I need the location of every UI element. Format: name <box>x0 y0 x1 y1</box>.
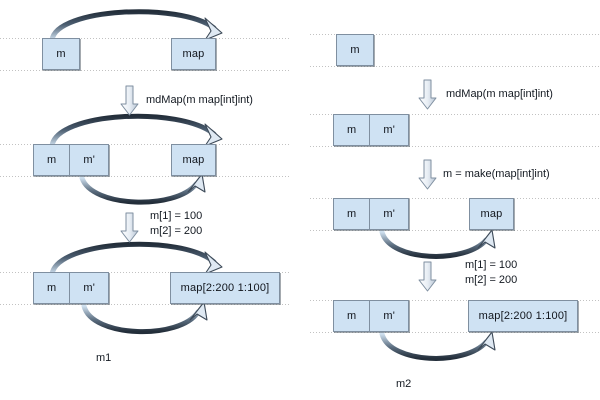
curve-arrow-l3-top <box>49 241 223 277</box>
box-label: m' <box>383 208 396 220</box>
box-l3-pair[interactable]: m m' <box>33 272 109 304</box>
box-label: m <box>46 154 57 166</box>
box-label: m <box>56 48 66 60</box>
down-arrow-r1 <box>418 79 437 110</box>
box-l3-map-filled[interactable]: map[2:200 1:100] <box>170 272 280 304</box>
cell-mprime[interactable]: m' <box>369 115 408 145</box>
box-l2-pair[interactable]: m m' <box>33 144 109 176</box>
box-label: m <box>346 208 357 220</box>
box-r3-map[interactable]: map <box>469 198 514 230</box>
down-arrow-l1 <box>120 85 139 116</box>
box-label: map <box>182 48 205 60</box>
guide-lines-right <box>310 34 600 333</box>
step-label-r1: mdMap(m map[int]int) <box>446 88 553 100</box>
box-label: map <box>480 208 503 220</box>
step-label-r2: m = make(map[int]int) <box>443 168 550 180</box>
step-label-l1: mdMap(m map[int]int) <box>146 94 253 106</box>
cell-mprime[interactable]: m' <box>369 301 408 331</box>
box-r4-pair[interactable]: m m' <box>333 300 409 332</box>
guide-lines-left <box>0 38 290 305</box>
step-label-l2-line2: m[2] = 200 <box>150 225 203 237</box>
curve-arrow-l2-bottom <box>79 173 206 205</box>
box-label: m' <box>383 310 396 322</box>
step-label-r3: m[1] = 100 m[2] = 200 <box>465 258 517 288</box>
step-label-r3-line1: m[1] = 100 <box>465 259 518 271</box>
step-label-l2: m[1] = 100 m[2] = 200 <box>150 209 202 239</box>
box-label: map[2:200 1:100] <box>478 310 568 322</box>
cell-m[interactable]: m <box>34 273 69 303</box>
box-r2-pair[interactable]: m m' <box>333 114 409 146</box>
box-r1-m[interactable]: m <box>336 34 374 66</box>
column-name-m1: m1 <box>96 352 112 364</box>
cell-mprime[interactable]: m' <box>69 145 108 175</box>
cell-mprime[interactable]: m' <box>369 199 408 229</box>
box-label: map <box>182 154 205 166</box>
box-label: m' <box>83 154 96 166</box>
box-label: m <box>346 124 357 136</box>
curve-arrow-l2-top <box>49 113 223 149</box>
cell-m[interactable]: m <box>334 301 369 331</box>
cell-m[interactable]: m <box>334 199 369 229</box>
cell-mprime[interactable]: m' <box>69 273 108 303</box>
box-l1-m[interactable]: m <box>42 38 80 70</box>
box-label: m <box>46 282 57 294</box>
box-l1-map[interactable]: map <box>171 38 216 70</box>
step-label-l2-line1: m[1] = 100 <box>150 210 203 222</box>
box-label: m' <box>383 124 396 136</box>
cell-m[interactable]: m <box>334 115 369 145</box>
box-label: m <box>350 44 360 56</box>
column-name-m2: m2 <box>396 378 412 390</box>
down-arrow-r2 <box>418 159 437 190</box>
curve-arrow-l1-top <box>49 9 223 43</box>
box-r4-map-filled[interactable]: map[2:200 1:100] <box>468 300 578 332</box>
box-r3-pair[interactable]: m m' <box>333 198 409 230</box>
curve-arrow-r3-bottom <box>379 229 496 259</box>
box-label: m' <box>83 282 96 294</box>
box-label: m <box>346 310 357 322</box>
cell-m[interactable]: m <box>34 145 69 175</box>
down-arrow-r3 <box>418 261 437 292</box>
down-arrow-l2 <box>120 212 139 243</box>
box-label: map[2:200 1:100] <box>180 282 270 294</box>
curve-arrow-r4-bottom <box>379 331 496 361</box>
box-l2-map[interactable]: map <box>171 144 216 176</box>
step-label-r3-line2: m[2] = 200 <box>465 274 518 286</box>
curve-arrow-l3-bottom <box>81 301 208 335</box>
